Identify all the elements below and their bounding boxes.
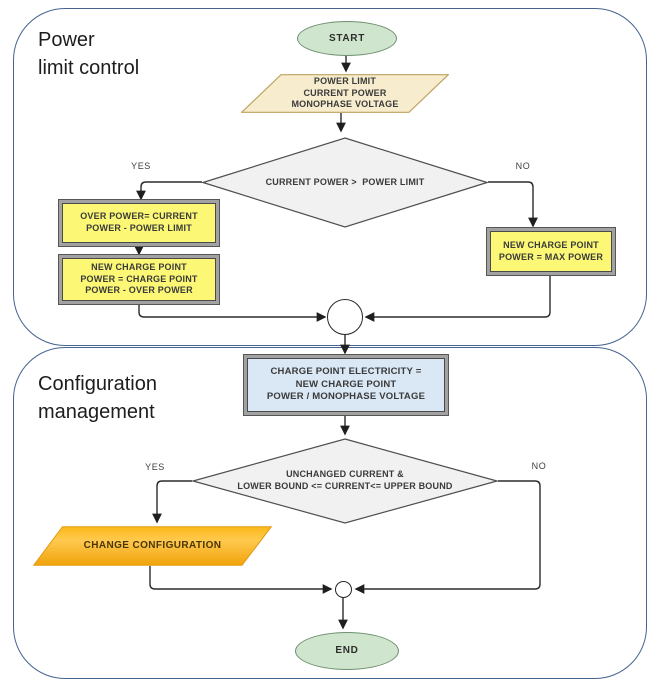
configuration-section-title: Configuration management [38,370,157,426]
junction-circle-config [335,581,352,598]
parallelogram-shape [241,74,449,113]
charge-point-electricity-node: CHARGE POINT ELECTRICITY = NEW CHARGE PO… [247,358,445,412]
label-no-current: NO [531,461,547,471]
inputs-label: POWER LIMIT CURRENT POWER MONOPHASE VOLT… [291,76,398,112]
power-limit-section-title: Power limit control [38,26,139,82]
charge-point-electricity-label: CHARGE POINT ELECTRICITY = NEW CHARGE PO… [267,366,425,404]
over-power-line: OVER POWER= CURRENT [80,211,198,222]
inputs-line: MONOPHASE VOLTAGE [291,99,399,110]
inputs-line: CURRENT POWER [303,87,387,98]
title-line: limit control [38,57,140,79]
change-configuration-node: CHANGE CONFIGURATION [33,526,272,566]
ncp-yes-line: POWER = CHARGE POINT [80,273,198,284]
decision-current-node: UNCHANGED CURRENT & LOWER BOUND <= CURRE… [192,438,498,524]
inputs-line: POWER LIMIT [313,75,377,86]
ncp-yes-line: NEW CHARGE POINT [91,261,187,272]
decision-current-line: UNCHANGED CURRENT & [286,469,404,480]
title-line: Configuration [38,373,157,395]
inputs-node: POWER LIMIT CURRENT POWER MONOPHASE VOLT… [241,74,449,113]
over-power-line: POWER - POWER LIMIT [86,223,192,233]
cpe-line: POWER / MONOPHASE VOLTAGE [266,391,426,403]
new-charge-point-yes-label: NEW CHARGE POINT POWER = CHARGE POINT PO… [80,262,197,298]
over-power-label: OVER POWER= CURRENT POWER - POWER LIMIT [80,211,198,235]
title-line: Power [38,29,95,51]
cpe-line: NEW CHARGE POINT [295,378,397,390]
change-configuration-label: CHANGE CONFIGURATION [83,540,222,552]
decision-power-label: CURRENT POWER > POWER LIMIT [265,176,425,187]
junction-circle-power [327,299,363,335]
new-charge-point-yes-node: NEW CHARGE POINT POWER = CHARGE POINT PO… [62,258,216,301]
label-no-power: NO [515,161,531,171]
start-label: START [328,32,366,44]
ncp-no-line: NEW CHARGE POINT [503,239,599,250]
new-charge-point-no-node: NEW CHARGE POINT POWER = MAX POWER [490,231,612,272]
new-charge-point-no-label: NEW CHARGE POINT POWER = MAX POWER [499,240,603,264]
title-line: management [38,401,155,423]
over-power-node: OVER POWER= CURRENT POWER - POWER LIMIT [62,203,216,243]
start-node: START [297,21,397,56]
ncp-no-line: POWER = MAX POWER [498,251,604,262]
end-node: END [295,632,399,670]
label-yes-power: YES [131,161,151,171]
end-label: END [335,645,359,657]
parallelogram-shape [33,526,272,566]
decision-current-label: UNCHANGED CURRENT & LOWER BOUND <= CURRE… [237,469,452,493]
diamond-shape [202,137,488,228]
decision-power-node: CURRENT POWER > POWER LIMIT [202,137,488,228]
label-yes-current: YES [145,462,165,472]
decision-current-line: LOWER BOUND <= CURRENT<= UPPER BOUND [237,481,453,491]
cpe-line: CHARGE POINT ELECTRICITY = [270,366,422,378]
ncp-yes-line: POWER - OVER POWER [85,285,193,296]
